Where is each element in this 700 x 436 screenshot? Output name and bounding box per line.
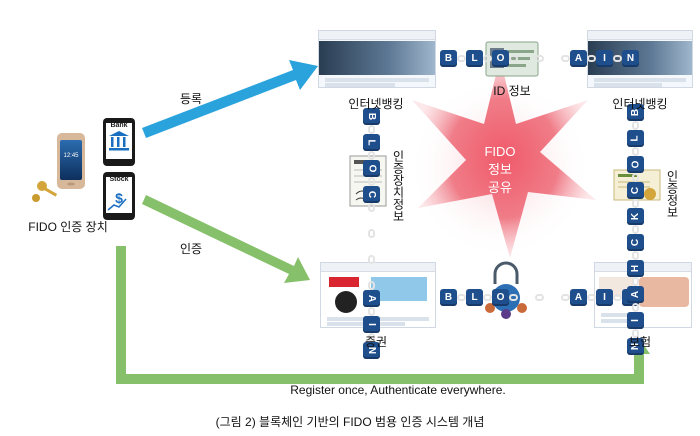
- chain-link: [483, 55, 492, 62]
- chain-link: [632, 251, 639, 260]
- chain-block: C: [627, 234, 644, 251]
- chain-link: [457, 55, 466, 62]
- bank-label: Bank: [110, 122, 128, 129]
- chain-block: O: [627, 156, 644, 173]
- chain-block: K: [627, 208, 644, 225]
- register-arrow: [142, 60, 318, 138]
- chain-link: [368, 125, 375, 134]
- chain-link: [368, 151, 375, 160]
- chain-link: [587, 55, 596, 62]
- chain-link: [509, 55, 518, 62]
- svg-text:12:45: 12:45: [63, 153, 79, 159]
- chain-link: [632, 329, 639, 338]
- chain-block: A: [570, 50, 587, 67]
- chain-link: [535, 294, 544, 301]
- chain-link: [561, 294, 570, 301]
- chain-block: I: [596, 289, 613, 306]
- svg-text:$: $: [115, 190, 123, 206]
- chain-link: [457, 294, 466, 301]
- securities-label: 증권: [364, 335, 388, 349]
- auth-device-info-label: 인증장치정보: [391, 150, 405, 222]
- chain-block: H: [627, 260, 644, 277]
- chain-block: B: [363, 108, 380, 125]
- insurance-label: 보험: [628, 335, 652, 349]
- fido-info-sharing-label: FIDO 정보 공유: [484, 144, 516, 195]
- chain-block: B: [627, 104, 644, 121]
- chain-link: [632, 303, 639, 312]
- chain-link: [561, 55, 570, 62]
- fido-device-label: FIDO 인증 장치: [28, 220, 108, 234]
- chain-block: O: [492, 50, 509, 67]
- chain-link: [632, 277, 639, 286]
- chain-block: I: [596, 50, 613, 67]
- chain-link: [368, 229, 375, 238]
- chain-block: B: [440, 289, 457, 306]
- chain-block: O: [492, 289, 509, 306]
- stock-label: Stock: [109, 176, 129, 183]
- figure-caption: (그림 2) 블록체인 기반의 FIDO 범용 인증 시스템 개념: [215, 415, 485, 429]
- chain-block: A: [570, 289, 587, 306]
- chain-block: L: [466, 50, 483, 67]
- chain-link: [632, 225, 639, 234]
- chain-block: O: [363, 160, 380, 177]
- stock-phone-icon: $: [103, 172, 135, 220]
- chain-link: [632, 173, 639, 182]
- tagline: Register once, Authenticate everywhere.: [290, 383, 506, 397]
- authenticate-arrow: [142, 195, 310, 283]
- bank-phone-icon: [103, 118, 135, 166]
- chain-link: [368, 203, 375, 212]
- chain-link: [368, 281, 375, 290]
- chain-link: [632, 147, 639, 156]
- chain-block: L: [363, 134, 380, 151]
- chain-link: [368, 333, 375, 342]
- chain-link: [535, 55, 544, 62]
- chain-block: C: [363, 186, 380, 203]
- chain-link: [368, 307, 375, 316]
- auth-info-label: 인증정보: [665, 170, 679, 218]
- chain-link: [613, 294, 622, 301]
- chain-block: N: [363, 342, 380, 359]
- key-icon: [32, 181, 58, 202]
- authenticate-label: 인증: [180, 242, 203, 256]
- fido-star: [412, 58, 596, 258]
- chain-block: A: [627, 286, 644, 303]
- chain-link: [632, 199, 639, 208]
- chain-block: L: [627, 130, 644, 147]
- chain-block: I: [627, 312, 644, 329]
- internet-banking-site-left: [318, 30, 436, 88]
- chain-block: N: [622, 50, 639, 67]
- internet-banking-right-label: 인터넷뱅킹: [612, 97, 668, 111]
- chain-link: [632, 121, 639, 130]
- chain-link: [368, 255, 375, 264]
- chain-link: [587, 294, 596, 301]
- register-label: 등록: [180, 92, 203, 106]
- chain-link: [368, 177, 375, 186]
- chain-block: A: [363, 290, 380, 307]
- id-info-label: ID 정보: [493, 84, 531, 98]
- chain-block: L: [466, 289, 483, 306]
- internet-banking-left-label: 인터넷뱅킹: [348, 97, 404, 111]
- chain-block: N: [627, 338, 644, 355]
- chain-link: [509, 294, 518, 301]
- fido-phone-icon: 12:45: [57, 133, 85, 189]
- chain-link: [483, 294, 492, 301]
- chain-block: B: [440, 50, 457, 67]
- chain-link: [613, 55, 622, 62]
- chain-block: I: [363, 316, 380, 333]
- chain-block: C: [627, 182, 644, 199]
